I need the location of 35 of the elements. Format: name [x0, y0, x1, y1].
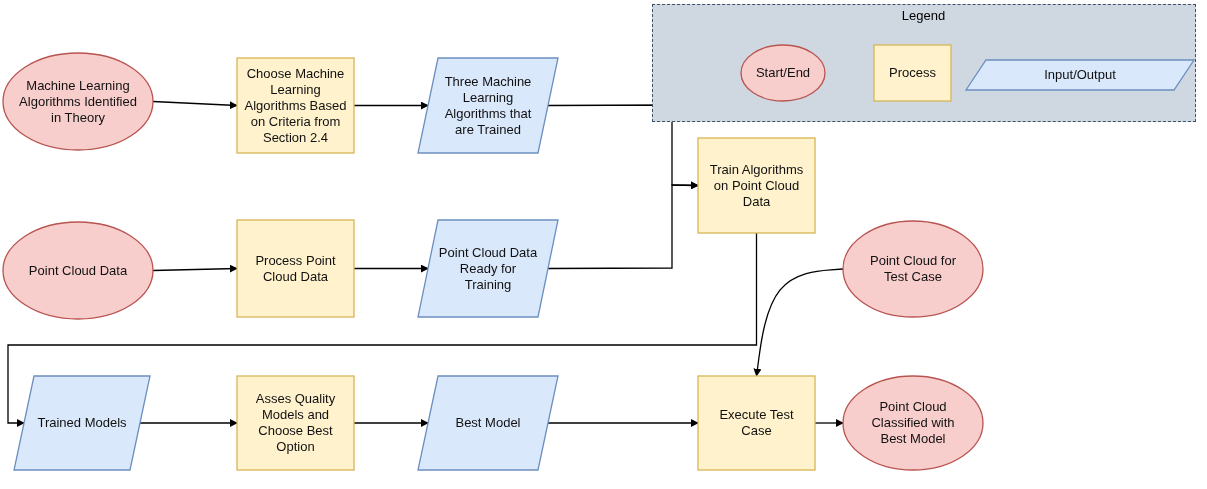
terminal-ellipse — [2, 52, 154, 151]
node-label: Execute Test Case — [718, 407, 795, 439]
node-label: Machine Learning Algorithms Identified in Theory — [18, 77, 138, 126]
node-label: Choose Machine Learning Algorithms Based on Criteria from Section 2.4 — [243, 65, 348, 146]
legend-text: Input/Output — [1044, 67, 1116, 83]
node-label: Point Cloud for Test Case — [869, 253, 957, 285]
arrow — [7, 232, 758, 427]
node-label: Point Cloud Classified with Best Model — [870, 399, 956, 447]
process-box — [236, 219, 355, 318]
data-parallelogram — [13, 375, 151, 471]
node-label: Asses Quality Models and Choose Best Option — [254, 391, 337, 455]
terminal-ellipse — [842, 375, 984, 471]
data-parallelogram — [417, 219, 559, 318]
node-label: Three Machine Learning Algorithms that are Trained — [443, 73, 533, 138]
process-box — [236, 375, 355, 471]
process-box — [697, 137, 816, 234]
arrow — [547, 419, 699, 427]
arrow — [753, 268, 844, 377]
arrow — [139, 419, 238, 427]
terminal-ellipse — [2, 221, 154, 320]
node-label: Trained Models — [37, 415, 127, 431]
process-box — [697, 375, 816, 471]
terminal-ellipse — [842, 220, 984, 318]
node-label: Point Cloud Data — [28, 262, 128, 279]
node-label: Best Model — [455, 415, 521, 431]
legend-text: Process — [889, 65, 936, 81]
data-parallelogram — [417, 57, 559, 154]
legend-text: Start/End — [755, 65, 811, 81]
arrow — [547, 181, 699, 270]
node-label: Point Cloud Data Ready for Training — [437, 244, 539, 293]
data-parallelogram — [417, 375, 559, 471]
node-label: Train Algorithms on Point Cloud Data — [708, 161, 805, 210]
node-label: Process Point Cloud Data — [254, 252, 337, 285]
process-box — [236, 57, 355, 154]
legend-title: Legend — [900, 8, 947, 23]
